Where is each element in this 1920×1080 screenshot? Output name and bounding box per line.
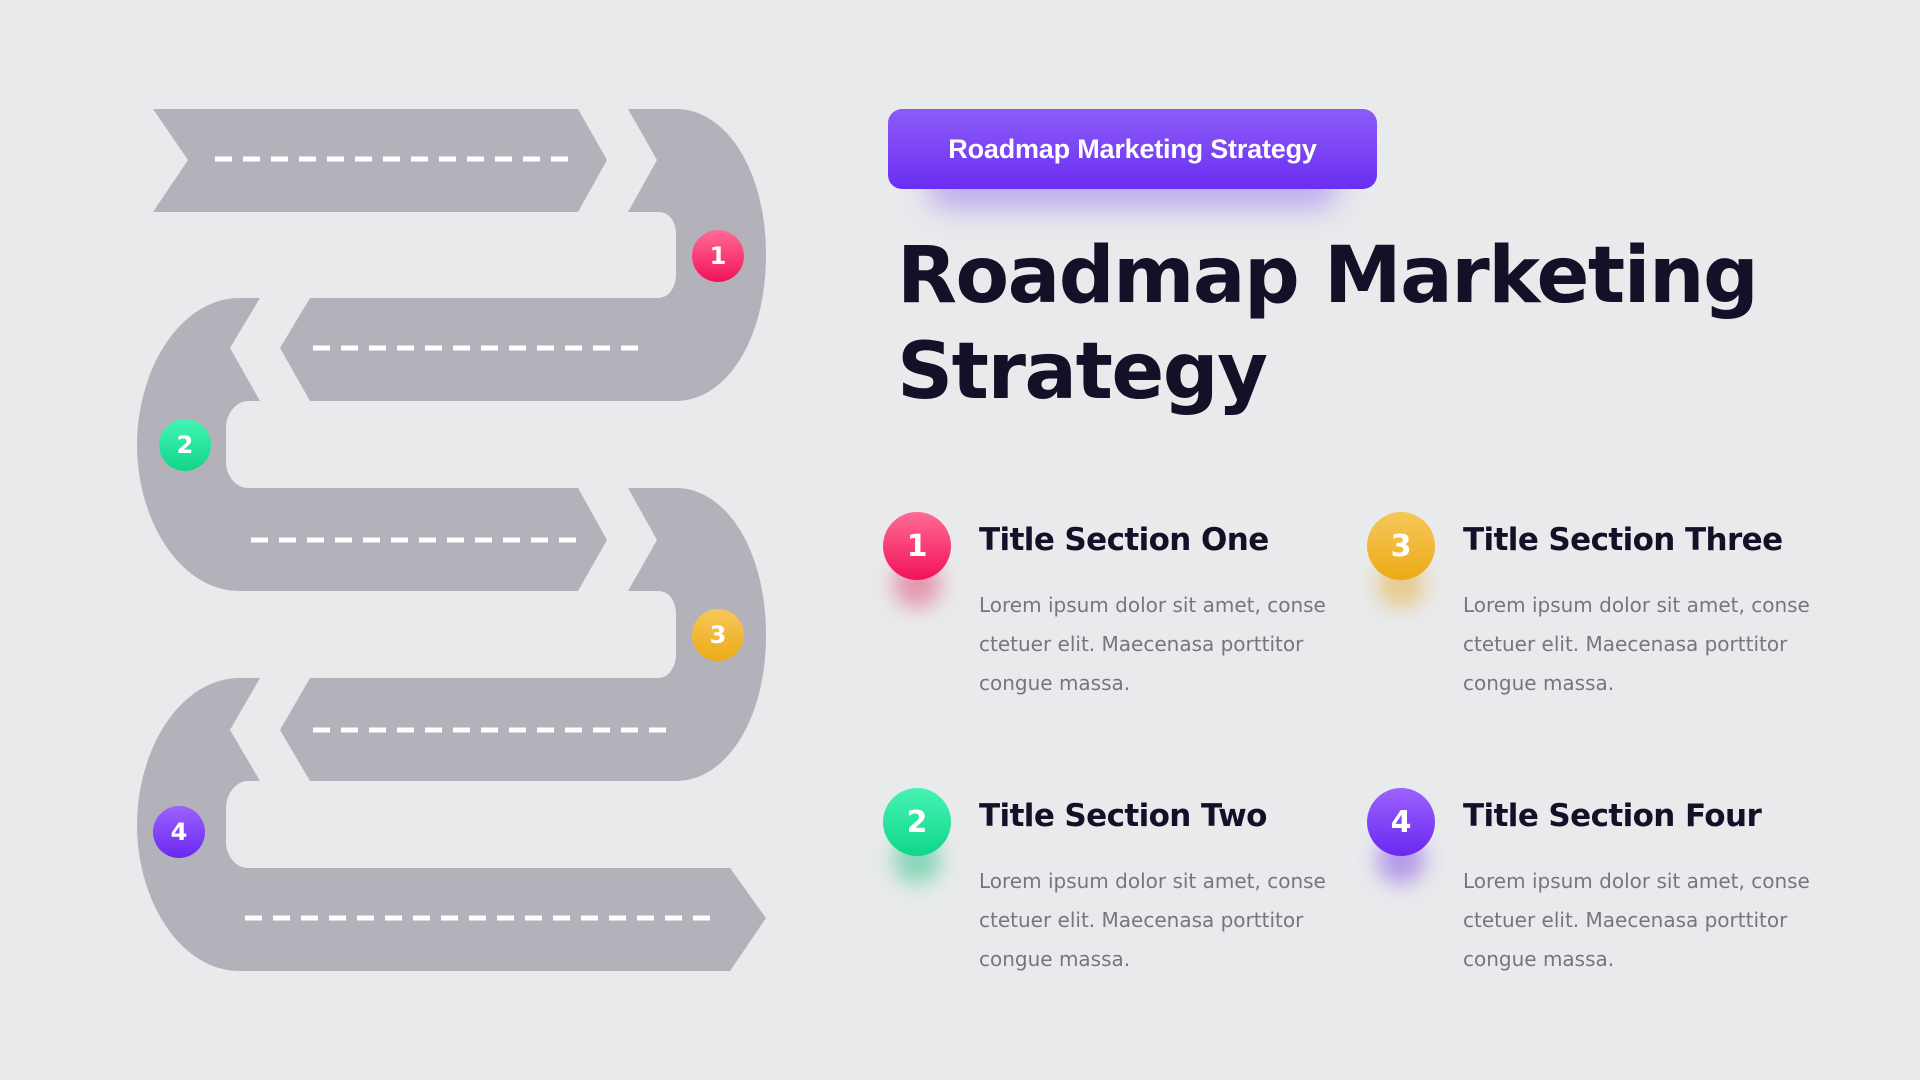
section-2-glow [893, 836, 941, 884]
header-pill-label: Roadmap Marketing Strategy [888, 109, 1377, 189]
marker-1-number: 1 [709, 242, 727, 270]
winding-road [137, 109, 766, 971]
section-four: 4 Title Section Four Lorem ipsum dolor s… [1367, 788, 1810, 988]
section-1-number: 1 [906, 528, 928, 564]
section-3-glow [1377, 560, 1425, 608]
section-one: 1 Title Section One Lorem ipsum dolor si… [883, 512, 1326, 712]
marker-4-number: 4 [170, 818, 188, 846]
section-2-body: Lorem ipsum dolor sit amet, conse ctetue… [979, 869, 1326, 971]
section-4-body: Lorem ipsum dolor sit amet, conse ctetue… [1463, 869, 1810, 971]
section-4-glow [1377, 836, 1425, 884]
section-2-number: 2 [906, 804, 928, 840]
page-title: Roadmap Marketing Strategy [897, 228, 1857, 420]
marker-2-number: 2 [176, 431, 194, 459]
marker-3-icon: 3 [692, 609, 744, 683]
section-4-number: 4 [1390, 804, 1412, 840]
section-4-number-icon: 4 [1367, 788, 1435, 884]
section-3-body: Lorem ipsum dolor sit amet, conse ctetue… [1463, 593, 1810, 695]
header-pill: Roadmap Marketing Strategy [888, 109, 1377, 209]
section-1-number-icon: 1 [883, 512, 951, 608]
marker-4-icon: 4 [153, 806, 205, 880]
marker-3-number: 3 [709, 621, 727, 649]
marker-1-icon: 1 [692, 230, 744, 304]
section-2-title: Title Section Two [979, 798, 1267, 834]
section-4-title: Title Section Four [1463, 798, 1762, 834]
section-1-body: Lorem ipsum dolor sit amet, conse ctetue… [979, 593, 1326, 695]
section-three: 3 Title Section Three Lorem ipsum dolor … [1367, 512, 1810, 712]
section-1-glow [893, 560, 941, 608]
section-1-title: Title Section One [979, 522, 1269, 558]
page-title-line-1: Roadmap Marketing [897, 231, 1759, 321]
section-two: 2 Title Section Two Lorem ipsum dolor si… [883, 788, 1326, 988]
roadmap-illustration: 1 2 3 4 [0, 0, 900, 1080]
marker-2-icon: 2 [159, 419, 211, 493]
section-3-number: 3 [1390, 528, 1412, 564]
section-2-number-icon: 2 [883, 788, 951, 884]
section-3-title: Title Section Three [1463, 522, 1783, 558]
section-3-number-icon: 3 [1367, 512, 1435, 608]
page-title-line-2: Strategy [897, 327, 1268, 417]
